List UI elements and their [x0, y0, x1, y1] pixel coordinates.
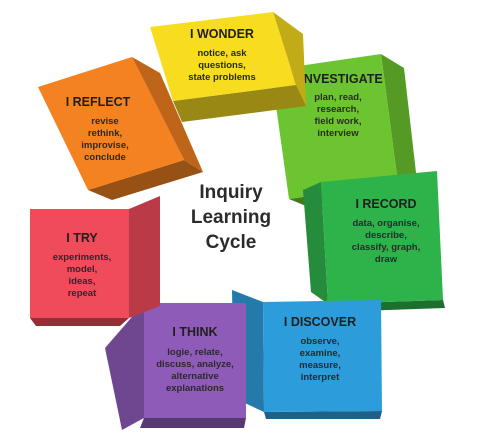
title-line-2: Learning — [190, 207, 272, 228]
cube-reflect-line: conclude — [84, 152, 126, 163]
cube-investigate-line: interview — [317, 128, 359, 139]
cube-try-bottom — [30, 318, 129, 326]
cube-try-front — [30, 209, 129, 318]
cube-reflect-line: revise — [91, 116, 118, 127]
cube-record-heading: I RECORD — [355, 197, 416, 211]
cube-try-heading: I TRY — [66, 231, 98, 245]
title-line-1: Inquiry — [199, 182, 263, 203]
cube-discover: I DISCOVER observe,examine,measure,interp… — [232, 290, 382, 419]
cube-try-line: ideas, — [69, 276, 96, 287]
cube-think-line: explanations — [166, 383, 224, 394]
cube-investigate-side — [381, 54, 418, 190]
cube-think-heading: I THINK — [172, 325, 217, 339]
cube-record-front — [321, 171, 443, 304]
cube-reflect-bottom — [88, 160, 203, 200]
cube-think-line: alternative — [171, 371, 219, 382]
cube-think-bottom — [140, 418, 246, 428]
cube-record-line: classify, graph, — [352, 242, 420, 253]
cube-reflect: I REFLECT reviserethink,improvise,conclud… — [38, 57, 203, 200]
cube-investigate-heading: I INVESTIGATE — [293, 72, 382, 86]
cube-reflect-heading: I REFLECT — [66, 95, 131, 109]
cube-think-side — [105, 303, 144, 430]
cube-try-line: experiments, — [53, 252, 112, 263]
cube-record: I RECORD data, organise,describe,classify… — [303, 171, 445, 312]
cube-wonder-front — [150, 12, 296, 101]
cube-investigate-line: plan, read, — [314, 92, 362, 103]
cube-discover-line: measure, — [299, 360, 341, 371]
cube-try-line: model, — [67, 264, 98, 275]
cube-discover-heading: I DISCOVER — [284, 315, 356, 329]
cube-record-line: data, organise, — [352, 218, 419, 229]
cube-reflect-line: improvise, — [81, 140, 129, 151]
cube-try-line: repeat — [68, 288, 97, 299]
cube-try-side — [129, 196, 160, 318]
cube-reflect-front — [38, 57, 184, 190]
cube-wonder-bottom — [173, 85, 306, 122]
cube-discover-line: observe, — [300, 336, 339, 347]
cube-think-line: discuss, analyze, — [156, 359, 234, 370]
title-line-3: Cycle — [205, 232, 257, 253]
cube-investigate-line: research, — [317, 104, 359, 115]
cube-reflect-side — [132, 57, 203, 172]
cube-try: I TRY experiments,model,ideas,repeat — [30, 196, 160, 326]
cube-wonder-heading: I WONDER — [190, 27, 254, 41]
cube-wonder-line: notice, ask — [197, 48, 247, 59]
cube-investigate-line: field work, — [315, 116, 362, 127]
cube-discover-front — [263, 300, 382, 412]
cube-wonder-side — [273, 12, 306, 106]
cycle-title: Inquiry Learning Cycle — [172, 180, 290, 255]
cube-wonder-line: questions, — [198, 60, 246, 71]
cube-record-side — [303, 182, 328, 304]
cube-record-line: draw — [375, 254, 398, 265]
cube-reflect-line: rethink, — [88, 128, 122, 139]
cube-record-line: describe, — [365, 230, 407, 241]
cube-think-front — [144, 303, 246, 418]
cube-wonder-line: state problems — [188, 72, 256, 83]
cube-discover-bottom — [264, 411, 382, 419]
cube-discover-line: examine, — [300, 348, 341, 359]
cube-think: I THINK logie, relate,discuss, analyze,al… — [105, 303, 246, 430]
cube-think-line: logie, relate, — [167, 347, 222, 358]
cube-discover-line: interpret — [301, 372, 340, 383]
